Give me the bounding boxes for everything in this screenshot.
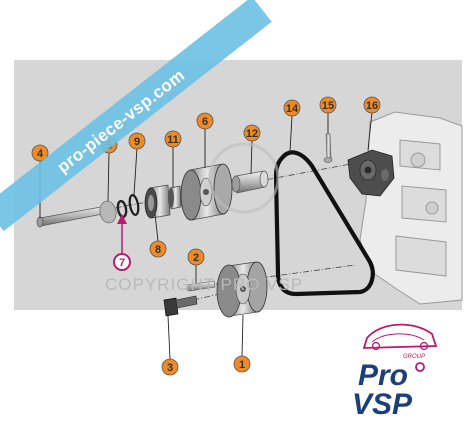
pro-vsp-logo: GROUP Pro VSP	[352, 323, 438, 421]
callout-9[interactable]: 9	[128, 132, 146, 150]
svg-text:14: 14	[286, 103, 299, 115]
callout-8[interactable]: 8	[149, 240, 167, 258]
callout-6[interactable]: 6	[196, 112, 214, 130]
part-pin	[186, 280, 216, 292]
part-spacer	[168, 185, 182, 210]
svg-text:6: 6	[202, 116, 208, 128]
part-shaft-sleeve	[231, 170, 269, 194]
part-crank-bolt	[163, 295, 198, 317]
svg-text:9: 9	[134, 136, 140, 148]
copyright-watermark: COPYRIGHT PRO VSP	[105, 275, 303, 294]
callout-4[interactable]: 4	[31, 144, 49, 162]
part-bearing	[144, 184, 171, 219]
svg-text:7: 7	[119, 257, 125, 269]
part-o-ring	[128, 194, 140, 216]
part-crank-pulley	[216, 261, 268, 318]
svg-text:Pro: Pro	[358, 359, 408, 392]
callout-7[interactable]: 7	[113, 253, 131, 271]
highlight-arrow	[117, 214, 127, 253]
callout-15[interactable]: 15	[319, 96, 337, 114]
svg-text:12: 12	[246, 128, 258, 140]
callout-2[interactable]: 2	[187, 248, 205, 266]
callout-1[interactable]: 1	[233, 355, 251, 373]
callout-14[interactable]: 14	[283, 99, 301, 117]
svg-text:4: 4	[37, 148, 44, 160]
svg-text:11: 11	[167, 134, 179, 146]
svg-text:2: 2	[193, 252, 199, 264]
svg-text:GROUP: GROUP	[403, 354, 425, 360]
part-bracket	[347, 149, 395, 197]
callout-11[interactable]: 11	[164, 130, 182, 148]
svg-text:16: 16	[366, 100, 378, 112]
svg-text:VSP: VSP	[352, 388, 413, 421]
part-tensioner-pulley	[180, 163, 233, 221]
copyright-circle-watermark	[208, 142, 280, 214]
callout-16[interactable]: 16	[363, 96, 381, 114]
part-bolt-small	[323, 133, 333, 163]
part-washer	[99, 200, 117, 224]
svg-text:8: 8	[155, 244, 161, 256]
svg-text:3: 3	[167, 362, 173, 374]
callout-3[interactable]: 3	[161, 358, 179, 376]
callout-12[interactable]: 12	[243, 124, 261, 142]
svg-text:15: 15	[322, 100, 334, 112]
svg-text:1: 1	[239, 359, 245, 371]
